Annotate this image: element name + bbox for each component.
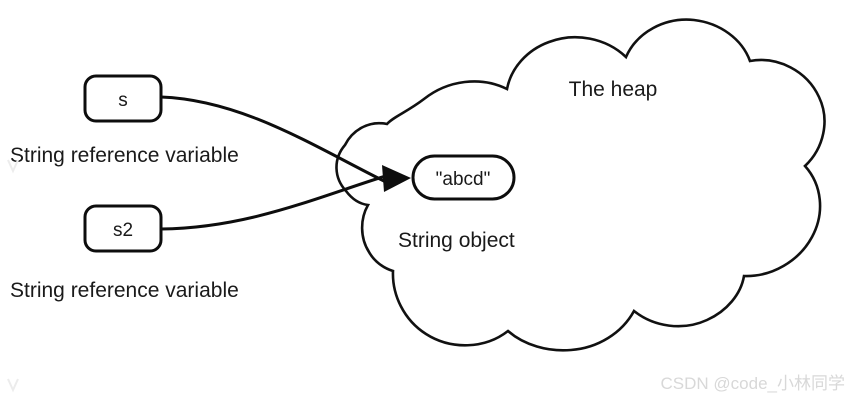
caption-s2-reference-variable: String reference variable [10, 279, 239, 302]
variable-node-s[interactable]: s [83, 74, 163, 123]
variable-box-s[interactable] [83, 74, 163, 123]
arrow-path-s-to-object [159, 95, 394, 187]
reference-arrows-group [159, 95, 411, 231]
heap-label: The heap [569, 78, 658, 101]
variable-box-s2-label: s2 [113, 220, 133, 241]
variable-node-s2[interactable]: s2 [83, 204, 163, 253]
caption-string-object: String object [398, 229, 515, 252]
watermark-label: CSDN @code_小林同学 [661, 374, 845, 393]
arrow-path-s2-to-object [159, 172, 394, 231]
variable-box-s2[interactable] [83, 204, 163, 253]
string-object-node[interactable]: "abcd" [411, 154, 516, 201]
heap-cloud-shape [335, 18, 826, 352]
caption-s-reference-variable: String reference variable [10, 144, 239, 167]
variable-box-s-label: s [118, 90, 128, 111]
arrowhead-icon [382, 165, 411, 192]
edge-artifact-bottom [7, 378, 19, 393]
string-object-value-label: "abcd" [436, 169, 491, 190]
edge-artifact-top [7, 159, 19, 174]
heap-cloud-group: The heap [335, 18, 826, 352]
string-object-pill[interactable] [411, 154, 516, 201]
